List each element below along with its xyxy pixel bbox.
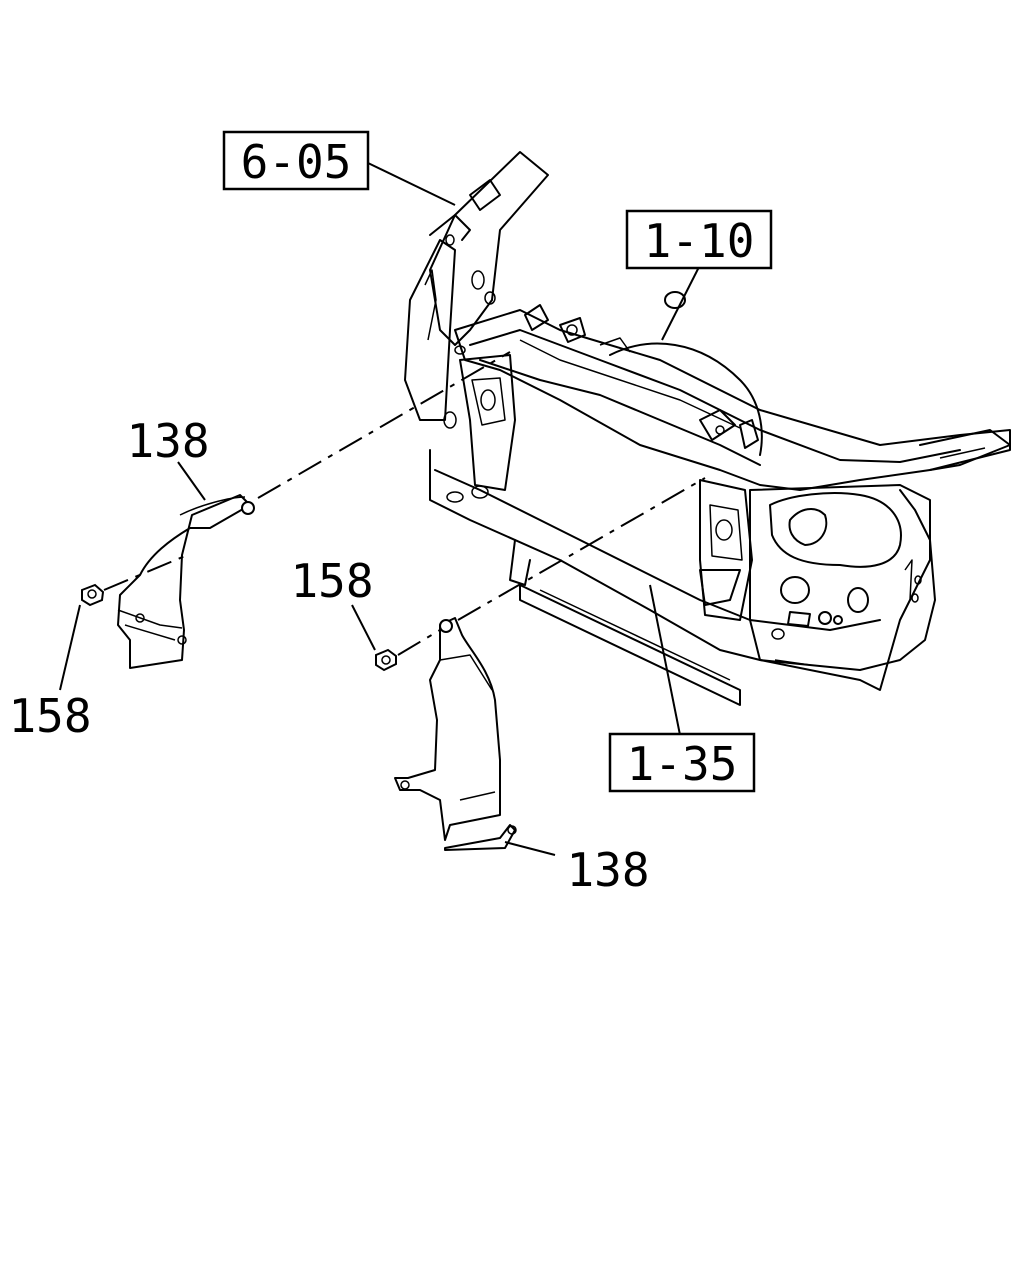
radiator-core-support — [404, 151, 1011, 706]
ref-box-1-10[interactable]: 1-10 — [625, 209, 773, 270]
part-label-158-left: 158 — [8, 689, 91, 743]
part-158-mid-bolt — [375, 648, 397, 672]
ref-box-1-35[interactable]: 1-35 — [608, 732, 756, 793]
part-138-left-bracket — [117, 494, 255, 669]
assembly-lines — [103, 351, 706, 656]
part-158-left-bolt — [81, 583, 105, 607]
part-label-158-mid: 158 — [290, 554, 373, 608]
part-label-138-right: 138 — [566, 843, 649, 897]
ref-label-1-10: 1-10 — [644, 214, 755, 268]
part-label-138-left: 138 — [126, 414, 209, 468]
ref-label-6-05: 6-05 — [241, 135, 352, 189]
part-138-right-bracket — [394, 617, 517, 851]
ref-box-6-05[interactable]: 6-05 — [222, 130, 370, 191]
leader-lines — [59, 162, 701, 856]
ref-label-1-35: 1-35 — [627, 737, 738, 791]
